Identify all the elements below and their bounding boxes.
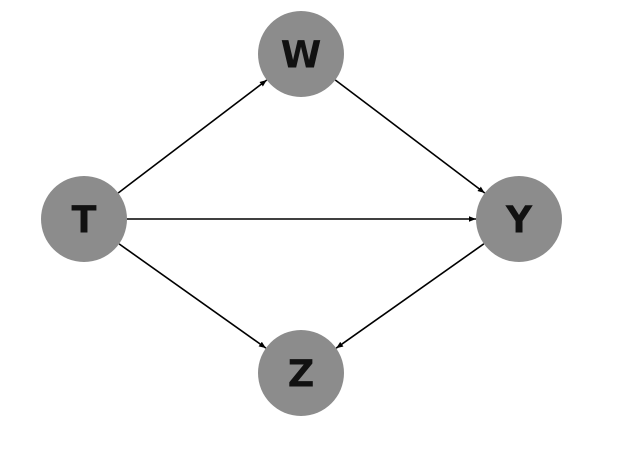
node-y: Y: [476, 176, 562, 262]
edge-y-to-z: [335, 243, 485, 349]
node-z-circle: [258, 330, 344, 416]
edge-t-to-w: [117, 79, 268, 194]
node-z: Z: [258, 330, 344, 416]
edges-layer: [117, 79, 486, 349]
node-y-circle: [476, 176, 562, 262]
node-t-label: T: [71, 199, 97, 242]
edge-w-to-y: [334, 79, 486, 194]
node-t: T: [41, 176, 127, 262]
node-w: W: [258, 11, 344, 97]
edge-t-to-z: [118, 243, 267, 349]
node-t-circle: [41, 176, 127, 262]
nodes-layer: T W Y Z: [41, 11, 562, 416]
node-w-circle: [258, 11, 344, 97]
node-w-label: W: [281, 34, 322, 77]
node-z-label: Z: [288, 353, 315, 396]
node-y-label: Y: [505, 199, 534, 242]
